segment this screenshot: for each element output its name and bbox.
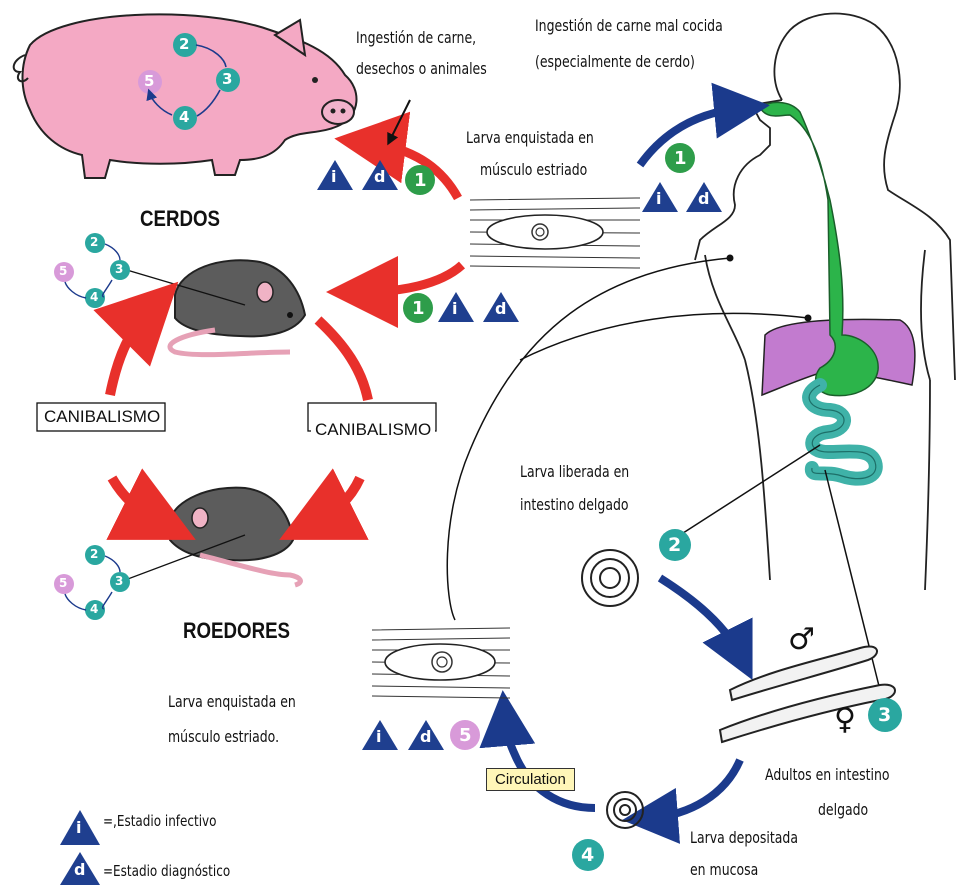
small-intestine <box>809 385 876 479</box>
label-cannibalism-left: CANIBALISMO <box>40 405 164 429</box>
text-ingestion-human-1: Ingestión de carne mal cocida <box>535 16 723 37</box>
text-ingestion-human-2: (especialmente de cerdo) <box>535 52 695 73</box>
coiled-larva-released <box>582 550 638 606</box>
label-pigs: CERDOS <box>140 206 220 232</box>
muscle-larva-top <box>470 198 640 268</box>
label-rodents: ROEDORES <box>183 618 290 644</box>
cluster-bottom-d: d <box>420 727 431 748</box>
badge-5-rat-bottom-text: 5 <box>59 576 67 592</box>
red-arrow-cannibal-left <box>110 310 150 395</box>
badge-5-pig-text: 5 <box>144 72 154 92</box>
text-larva-muscle-top-2: músculo estriado <box>480 160 587 181</box>
cluster-rat-i: i <box>452 299 457 320</box>
badge-2-rat-top-text: 2 <box>90 235 98 251</box>
blue-arrow-adults-to-mucosa <box>650 760 740 818</box>
rat-top <box>170 260 305 354</box>
red-arrow-to-rat <box>362 265 462 292</box>
male-symbol: ♂ <box>788 622 815 657</box>
legend-infective-text: =,Estadio infectivo <box>103 812 217 830</box>
cluster-rat-d: d <box>495 299 506 320</box>
badge-3-rat-bottom-text: 3 <box>115 574 123 590</box>
legend-infective-letter: i <box>76 818 81 839</box>
text-larva-released-1: Larva liberada en <box>520 462 629 483</box>
text-larva-muscle-top-1: Larva enquistada en <box>466 128 594 149</box>
rat-bottom <box>170 488 300 585</box>
badge-4-human-text: 4 <box>581 843 594 868</box>
badge-4-rat-bottom-text: 4 <box>90 602 98 618</box>
cluster-pig-i: i <box>331 167 336 188</box>
cluster-human-1: 1 <box>674 147 687 170</box>
red-arrow-lower-right <box>315 478 360 522</box>
text-larva-released-2: intestino delgado <box>520 495 629 516</box>
text-ingestion-pig-2: desechos o animales <box>356 59 487 80</box>
text-larva-muscle-bottom-1: Larva enquistada en <box>168 692 296 713</box>
badge-2-rat-bottom-text: 2 <box>90 547 98 563</box>
adult-worms <box>720 646 895 742</box>
badge-3-human-text: 3 <box>878 703 891 728</box>
muscle-larva-bottom <box>372 628 510 698</box>
circulation-label: Circulation <box>486 768 575 791</box>
red-arrow-lower-left <box>112 478 160 522</box>
badge-2-pig-text: 2 <box>179 35 189 55</box>
text-larva-deposited-1: Larva depositada <box>690 828 798 849</box>
badge-4-rat-top-text: 4 <box>90 290 98 306</box>
text-adults-2: delgado <box>818 800 868 821</box>
cluster-human-d: d <box>698 189 709 210</box>
label-cannibalism-right: CANIBALISMO <box>311 418 435 442</box>
text-adults-1: Adultos en intestino <box>765 765 890 786</box>
text-larva-deposited-2: en mucosa <box>690 860 758 881</box>
human-silhouette <box>695 14 955 590</box>
red-arrow-cannibal-right <box>318 320 368 400</box>
cluster-bottom-i: i <box>376 727 381 748</box>
text-ingestion-pig-1: Ingestión de carne, <box>356 28 476 49</box>
blue-arrow-mucosa-to-muscle <box>505 718 595 808</box>
coiled-larva-deposited <box>607 792 643 828</box>
badge-3-rat-top-text: 3 <box>115 262 123 278</box>
cluster-pig-d: d <box>374 167 385 188</box>
cluster-pig-1: 1 <box>414 169 427 192</box>
cluster-rat-1: 1 <box>412 297 425 320</box>
badge-5-rat-top-text: 5 <box>59 264 67 280</box>
cluster-human-i: i <box>656 189 661 210</box>
badge-4-pig-text: 4 <box>179 108 189 128</box>
blue-arrow-larva-to-adults <box>660 578 740 655</box>
legend-diagnostic-text: =Estadio diagnóstico <box>103 862 230 880</box>
legend-diagnostic-letter: d <box>74 860 85 881</box>
badge-3-pig-text: 3 <box>222 70 232 90</box>
text-larva-muscle-bottom-2: músculo estriado. <box>168 727 279 748</box>
cluster-bottom-5: 5 <box>459 724 472 747</box>
badge-2-human-text: 2 <box>668 533 681 558</box>
female-symbol: ♀ <box>834 702 856 737</box>
